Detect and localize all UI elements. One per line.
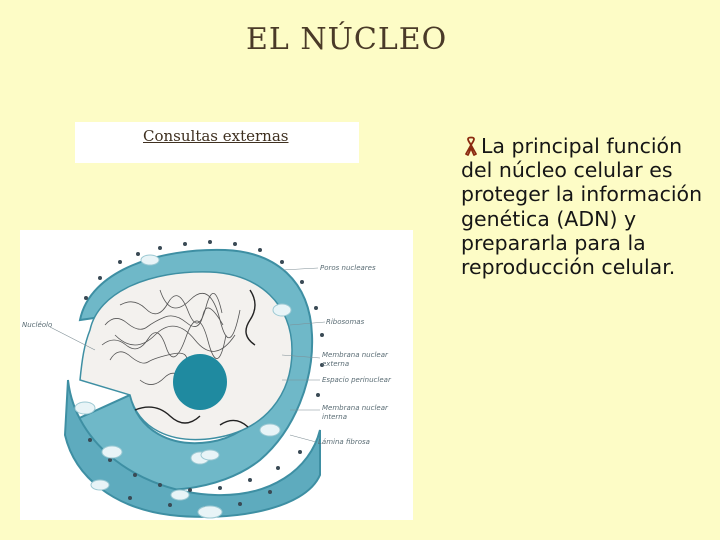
link-box: Consultas externas (75, 122, 359, 163)
label-nucleolo: Nucléolo (22, 321, 52, 329)
nucleus-illustration: Poros nucleares Ribosomas Nucléolo Membr… (22, 240, 392, 519)
label-membrana-externa: Membrana nuclear (322, 351, 389, 359)
consultas-externas-link[interactable]: Consultas externas (143, 127, 289, 145)
label-lamina: Lámina fibrosa (318, 438, 370, 446)
label-membrana-interna-2: interna (322, 413, 347, 421)
ribosomes (84, 240, 324, 510)
membrane-slab (63, 379, 321, 518)
inner-membrane-folds (134, 289, 256, 428)
ribbon-bullet-icon (461, 136, 481, 156)
label-membrana-externa-2: externa (322, 360, 349, 368)
nucleus-diagram: Poros nucleares Ribosomas Nucléolo Membr… (20, 230, 413, 520)
nuclear-pores (74, 254, 292, 519)
label-ribosomas: Ribosomas (326, 318, 365, 326)
leader-lines (49, 267, 326, 443)
nucleolus (173, 354, 227, 410)
label-espacio: Espacio perinuclear (322, 376, 392, 384)
label-poros: Poros nucleares (320, 264, 376, 272)
slide-title: EL NÚCLEO (246, 22, 448, 57)
main-bullet: La principal función del núcleo celular … (461, 134, 719, 279)
label-membrana-interna: Membrana nuclear (322, 404, 389, 412)
bullet-paragraph: La principal función del núcleo celular … (461, 134, 703, 280)
